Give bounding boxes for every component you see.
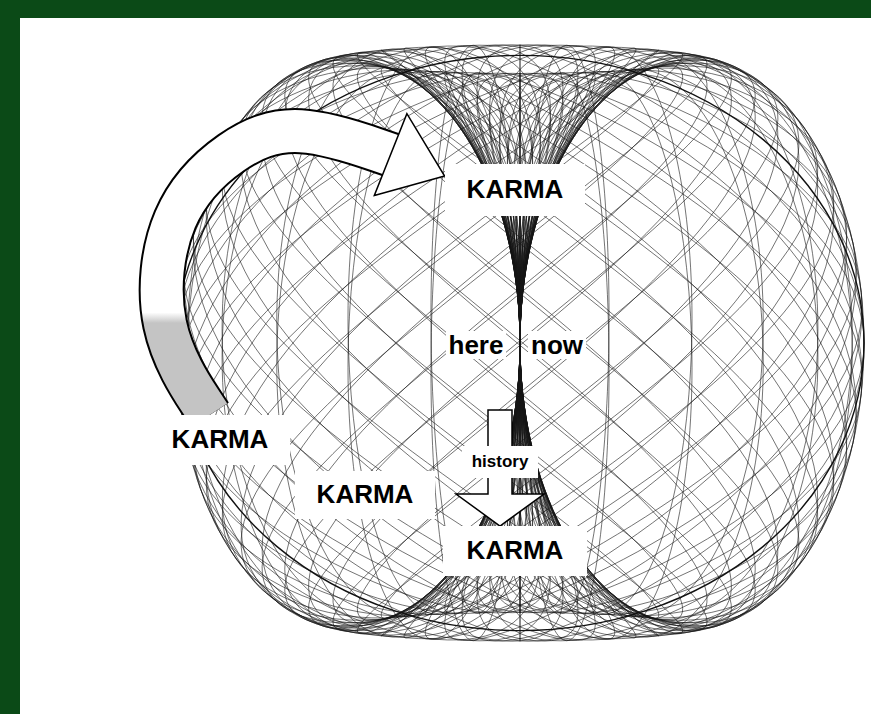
node-text: KARMA [467,536,564,566]
wire-line [357,66,798,621]
wire-line [462,45,862,641]
wire-line [381,50,817,635]
connector-arrow [456,476,544,526]
arrow-body [162,131,395,415]
word-label: now [528,331,586,360]
label-text: here [449,331,504,360]
connector-arrow [162,114,445,415]
wire-line [425,72,846,616]
node-text: history [472,452,529,472]
word-label: here [446,331,507,360]
wire-line [462,45,862,641]
node-text: KARMA [317,480,414,510]
karma-box: KARMA [150,415,291,465]
arrow-outline [162,131,395,415]
label-text: now [531,331,583,360]
wire-line [404,70,834,617]
arrow-head [374,114,444,196]
wire-line [333,63,778,623]
wire-line [425,47,846,639]
wire-line [333,63,778,623]
wire-line [357,53,798,634]
karma-box: KARMA [443,526,588,576]
wire-line [357,52,798,633]
block-arrow [456,476,544,526]
history-box: history [462,446,539,478]
karma-box: KARMA [445,164,586,216]
wire-line [357,65,798,620]
wire-line [333,55,778,631]
node-text: KARMA [172,425,269,455]
node-text: KARMA [467,175,564,205]
karma-box: KARMA [295,471,436,519]
